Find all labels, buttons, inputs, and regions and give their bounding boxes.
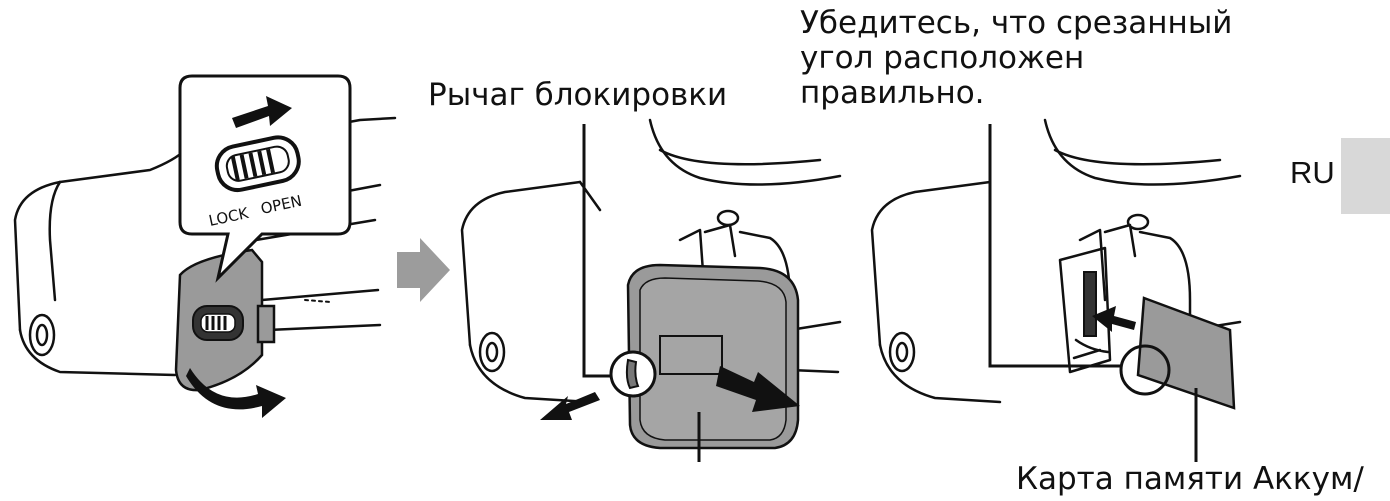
slide-right-arrow-icon — [232, 96, 292, 128]
cut-corner-note-line-3: правильно. — [800, 75, 985, 111]
next-step-arrow-icon — [397, 238, 450, 302]
memory-card-slot — [1083, 271, 1097, 337]
insert-arrow-icon — [716, 366, 800, 412]
step3-leader-lines — [988, 124, 1198, 462]
bottom-callout-labels: Карта памяти Аккум/ — [1016, 461, 1364, 497]
card-insert-arrow-icon — [1092, 306, 1136, 332]
small-lock-switch — [192, 305, 244, 341]
cut-corner-note: Убедитесь, что срезанный угол расположен… — [800, 6, 1232, 111]
step2-leader-lines — [582, 124, 701, 462]
memory-card — [1136, 296, 1236, 410]
language-tab-marker — [1341, 138, 1390, 214]
step3-camera-body — [870, 118, 1242, 404]
lock-lever-shape — [625, 358, 640, 390]
lock-lever-label: Рычаг блокировки — [428, 77, 728, 113]
cut-corner-note-line-1: Убедитесь, что срезанный — [800, 5, 1233, 41]
lock-open-switch — [214, 135, 301, 193]
zoom-callout: LOCK OPEN — [178, 74, 352, 283]
cover-side-tab — [256, 304, 276, 344]
lever-push-arrow-icon — [540, 392, 600, 420]
battery — [626, 263, 800, 450]
rotate-arrow-icon — [186, 368, 286, 418]
language-code: RU — [1290, 155, 1335, 190]
cut-corner-note-line-2: угол расположен — [800, 40, 1085, 76]
cut-corner-circle — [1119, 344, 1171, 396]
